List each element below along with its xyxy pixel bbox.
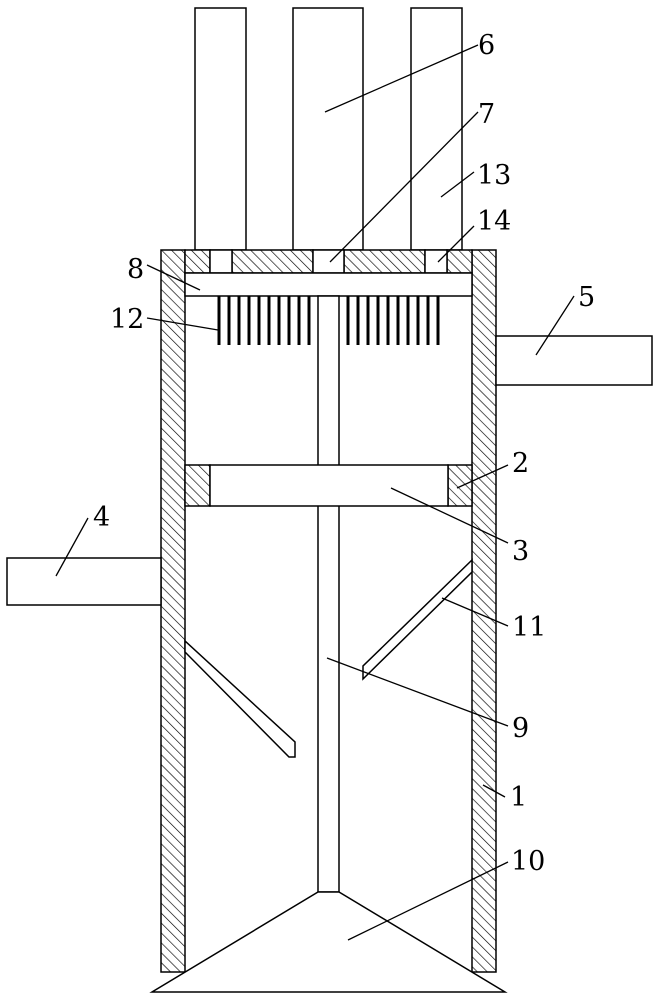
brush-group-left bbox=[217, 296, 311, 345]
callout-4: 4 bbox=[93, 502, 110, 533]
upper-plate bbox=[184, 272, 473, 297]
callout-13: 13 bbox=[477, 160, 511, 191]
baffle-left bbox=[184, 639, 296, 758]
callout-8: 8 bbox=[127, 254, 144, 285]
lid-segment-3 bbox=[343, 249, 426, 274]
callout-5: 5 bbox=[578, 282, 595, 313]
central-shaft bbox=[317, 295, 340, 893]
callout-10: 10 bbox=[511, 846, 545, 877]
lid-segment-1 bbox=[184, 249, 211, 274]
side-pipe-left bbox=[6, 557, 162, 606]
support-block-right bbox=[447, 464, 473, 507]
lid-opening-2 bbox=[312, 249, 345, 274]
top-tube-middle bbox=[292, 7, 364, 251]
lid-segment-2 bbox=[231, 249, 314, 274]
support-block-left bbox=[184, 464, 211, 507]
housing-wall-left bbox=[160, 249, 186, 973]
brush-group-right bbox=[346, 296, 440, 345]
leader-lines bbox=[55, 44, 575, 941]
lid-opening-1 bbox=[209, 249, 233, 274]
callout-11: 11 bbox=[512, 612, 546, 643]
callout-14: 14 bbox=[477, 206, 511, 237]
middle-plate bbox=[209, 464, 449, 507]
top-tube-left bbox=[194, 7, 247, 251]
baffle-right bbox=[362, 558, 473, 681]
callout-1: 1 bbox=[510, 782, 527, 813]
lid-segment-4 bbox=[446, 249, 473, 274]
lid-opening-3 bbox=[424, 249, 448, 274]
callout-7: 7 bbox=[478, 99, 495, 130]
callout-6: 6 bbox=[478, 30, 495, 61]
conical-base bbox=[149, 891, 508, 993]
top-tube-right bbox=[410, 7, 463, 251]
callout-3: 3 bbox=[512, 536, 529, 567]
callout-9: 9 bbox=[512, 713, 529, 744]
side-pipe-right bbox=[495, 335, 653, 386]
housing-wall-right bbox=[471, 249, 497, 973]
callout-12: 12 bbox=[110, 304, 144, 335]
callout-2: 2 bbox=[512, 448, 529, 479]
